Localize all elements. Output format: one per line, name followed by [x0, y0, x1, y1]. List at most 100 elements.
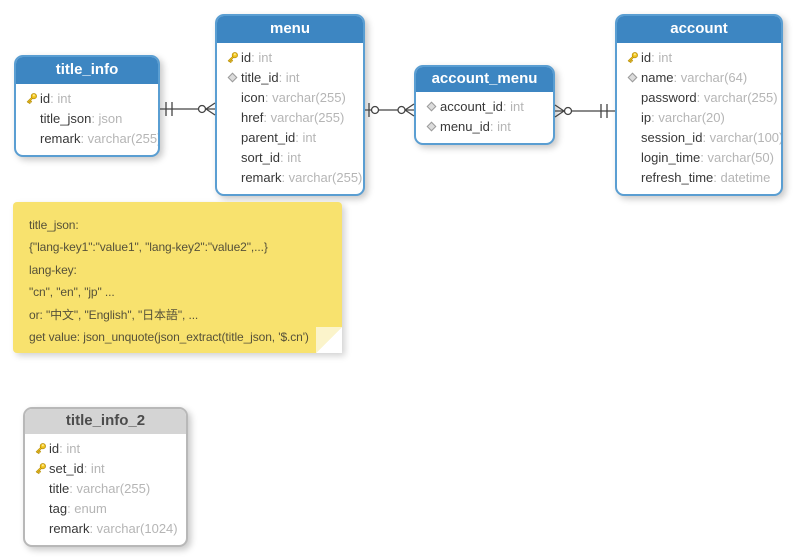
- field-icon-cell: [224, 72, 241, 82]
- field-name: sort_id: [241, 149, 281, 165]
- diamond-icon: [426, 101, 437, 111]
- field-name: session_id: [641, 129, 703, 145]
- field-type: : int: [651, 49, 673, 65]
- field-icon-cell: [624, 72, 641, 82]
- field-row[interactable]: id: int: [23, 88, 154, 108]
- field-name: title_json: [40, 110, 92, 126]
- key-icon: [35, 462, 46, 474]
- field-name: id: [49, 440, 60, 456]
- field-name: refresh_time: [641, 169, 714, 185]
- field-name: login_time: [641, 149, 701, 165]
- relationship-menu-account-menu[interactable]: [365, 98, 415, 122]
- field-row[interactable]: title_id: int: [224, 67, 359, 87]
- field-type: : varchar(100): [702, 129, 783, 145]
- field-row[interactable]: parent_id: int: [224, 127, 359, 147]
- field-row[interactable]: password: varchar(255): [624, 87, 778, 107]
- field-row[interactable]: id: int: [624, 47, 777, 67]
- key-icon: [35, 442, 46, 454]
- field-name: account_id: [440, 98, 503, 114]
- note-line: get value: json_unquote(json_extract(tit…: [29, 329, 309, 344]
- field-type: : varchar(20): [651, 109, 725, 125]
- note-fold-corner: [316, 327, 342, 353]
- relationship-title-info-menu[interactable]: [160, 97, 216, 121]
- table-title[interactable]: account: [617, 16, 781, 43]
- table-title-info[interactable]: title_info id: int: [14, 55, 160, 157]
- table-title[interactable]: account_menu: [416, 67, 553, 92]
- field-type: : varchar(255): [69, 480, 151, 496]
- field-row[interactable]: href: varchar(255): [224, 107, 359, 127]
- field-type: : int: [295, 129, 317, 145]
- table-account[interactable]: account id: int: [615, 14, 783, 196]
- table-title-info-2[interactable]: title_info_2 id: int: [23, 407, 188, 547]
- table-fields: account_id: int menu_id: int: [416, 92, 553, 143]
- field-type: : datetime: [713, 169, 771, 185]
- field-type: : int: [83, 460, 105, 476]
- field-name: ip: [641, 109, 652, 125]
- field-name: remark: [40, 130, 81, 146]
- field-name: icon: [241, 89, 265, 105]
- field-row[interactable]: title_json: json: [23, 108, 154, 128]
- field-name: set_id: [49, 460, 84, 476]
- field-icon-cell: [624, 51, 641, 64]
- field-row[interactable]: session_id: varchar(100): [624, 127, 781, 147]
- table-title[interactable]: title_info: [16, 57, 158, 84]
- field-type: : int: [489, 118, 511, 134]
- field-row[interactable]: tag: enum: [32, 498, 182, 518]
- field-row[interactable]: login_time: varchar(50): [624, 147, 777, 167]
- field-row[interactable]: sort_id: int: [224, 147, 359, 167]
- field-type: : int: [251, 49, 273, 65]
- field-row[interactable]: id: int: [32, 438, 182, 458]
- field-name: title: [49, 480, 70, 496]
- field-row[interactable]: remark: varchar(255): [224, 167, 363, 187]
- table-menu[interactable]: menu id: int: [215, 14, 365, 196]
- field-name: id: [241, 49, 252, 65]
- field-icon-cell: [423, 101, 440, 111]
- field-name: remark: [49, 520, 90, 536]
- field-row[interactable]: title: varchar(255): [32, 478, 182, 498]
- field-icon-cell: [423, 121, 440, 131]
- field-row[interactable]: remark: varchar(1024): [32, 518, 182, 538]
- field-row[interactable]: remark: varchar(255): [23, 128, 158, 148]
- field-name: tag: [49, 500, 68, 516]
- table-fields: id: int title_json: json remark: varchar…: [16, 84, 158, 155]
- field-row[interactable]: ip: varchar(20): [624, 107, 777, 127]
- table-fields: id: int set_id: int: [25, 434, 186, 545]
- field-icon-cell: [32, 462, 49, 475]
- field-type: : int: [59, 440, 81, 456]
- table-fields: id: int title_id: int icon: varchar(255): [217, 43, 363, 194]
- table-title[interactable]: menu: [217, 16, 363, 43]
- field-type: : varchar(255): [264, 89, 346, 105]
- key-icon: [627, 51, 638, 63]
- field-type: : varchar(1024): [89, 520, 178, 536]
- field-type: : enum: [67, 500, 107, 516]
- note-line: "cn", "en", "jp" ...: [29, 285, 115, 300]
- field-row[interactable]: set_id: int: [32, 458, 182, 478]
- field-row[interactable]: name: varchar(64): [624, 67, 777, 87]
- table-account-menu[interactable]: account_menu account_id: int menu_id: in…: [414, 65, 555, 145]
- field-icon-cell: [224, 51, 241, 64]
- note-line: or: "中文", "English", "日本語", ...: [29, 307, 199, 322]
- field-type: : varchar(255): [281, 169, 363, 185]
- field-name: title_id: [241, 69, 279, 85]
- field-name: id: [40, 90, 51, 106]
- field-row[interactable]: refresh_time: datetime: [624, 167, 777, 187]
- sticky-note[interactable]: title_json: {"lang-key1":"value1", "lang…: [13, 202, 342, 353]
- field-type: : int: [280, 149, 301, 165]
- field-name: parent_id: [241, 129, 296, 145]
- field-row[interactable]: id: int: [224, 47, 359, 67]
- diamond-icon: [426, 121, 437, 131]
- field-type: : int: [502, 98, 524, 114]
- field-type: : varchar(50): [700, 149, 774, 165]
- field-name: name: [641, 69, 674, 85]
- field-name: menu_id: [440, 118, 490, 134]
- field-row[interactable]: account_id: int: [423, 96, 549, 116]
- table-title[interactable]: title_info_2: [25, 409, 186, 434]
- field-type: : varchar(64): [673, 69, 748, 85]
- field-name: id: [641, 49, 652, 65]
- field-icon-cell: [23, 92, 40, 105]
- field-row[interactable]: icon: varchar(255): [224, 87, 359, 107]
- field-row[interactable]: menu_id: int: [423, 116, 549, 136]
- field-name: href: [241, 109, 264, 125]
- relationship-account-menu-account[interactable]: [554, 99, 615, 123]
